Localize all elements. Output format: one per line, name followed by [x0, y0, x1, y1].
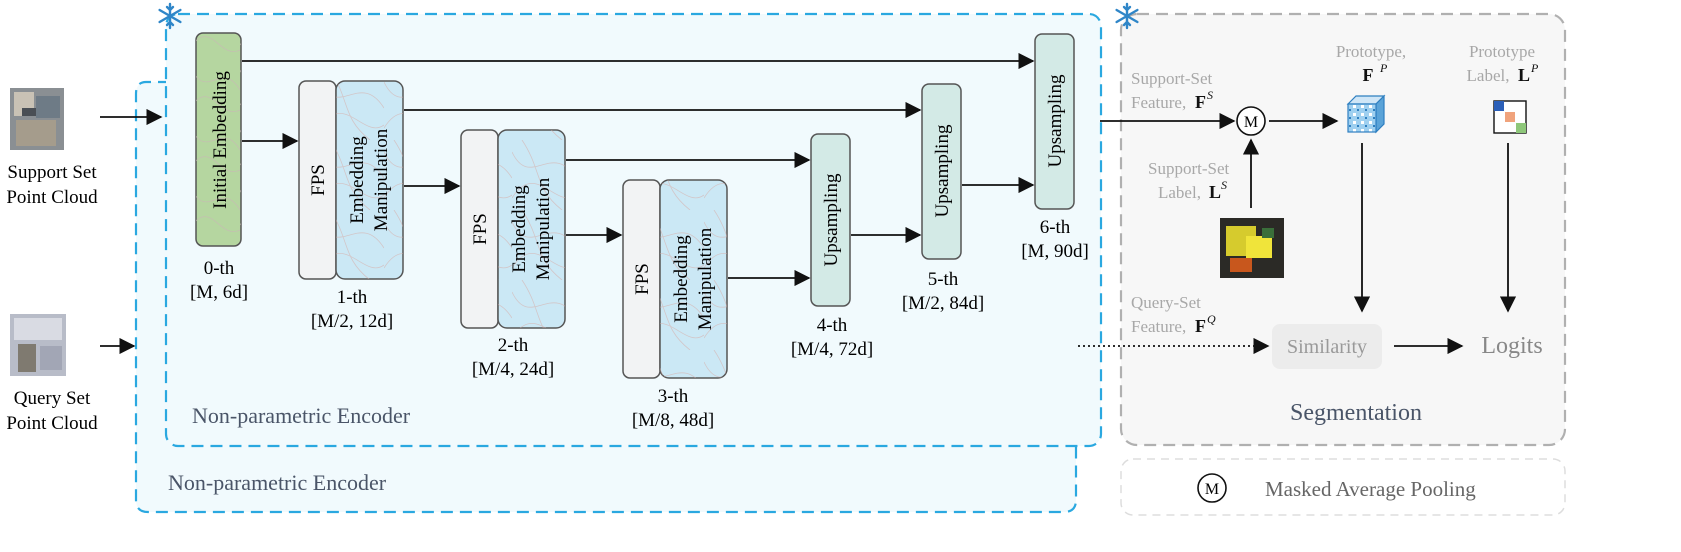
initial-embedding-label: Initial Embedding — [210, 71, 231, 209]
svg-text:Support Set: Support Set — [7, 162, 97, 183]
svg-text:Prototype,: Prototype, — [1336, 42, 1406, 61]
svg-text:S: S — [1207, 88, 1213, 102]
svg-text:Query-Set: Query-Set — [1131, 293, 1201, 312]
stage-4-dims: [M/4, 72d] — [791, 339, 873, 360]
upsampling-label: Upsampling — [821, 173, 842, 266]
support-set-caption: Support Set Point Cloud — [6, 162, 98, 208]
svg-text:Feature,: Feature, — [1131, 317, 1186, 336]
embedding-manipulation-texture — [498, 130, 565, 328]
stage-2-index: 2-th — [498, 335, 529, 356]
prototype-label: Prototype, F P — [1336, 42, 1406, 85]
masked-pooling-symbol: M — [1244, 114, 1258, 131]
svg-text:F: F — [1363, 65, 1374, 85]
upsampling-label: Upsampling — [1045, 74, 1066, 167]
query-set-caption: Query Set Point Cloud — [6, 388, 98, 434]
svg-text:Support-Set: Support-Set — [1148, 159, 1230, 178]
legend-mask-node — [1197, 473, 1227, 503]
svg-text:Feature,: Feature, — [1131, 93, 1186, 112]
svg-text:Point Cloud: Point Cloud — [6, 187, 98, 208]
upsampling-block — [921, 83, 962, 260]
stage-5-index: 5-th — [928, 269, 959, 290]
stage-4-index: 4-th — [817, 315, 848, 336]
connector-arrows — [100, 52, 1517, 355]
stage-6-dims: [M, 90d] — [1021, 241, 1089, 262]
legend-label: Masked Average Pooling — [1265, 477, 1476, 501]
upsampling-block — [1034, 33, 1075, 210]
stage-1-index: 1-th — [337, 287, 368, 308]
svg-text:Q: Q — [1207, 312, 1216, 326]
support-label-point-cloud-image — [1220, 218, 1284, 278]
svg-text:Prototype: Prototype — [1469, 42, 1535, 61]
snowflake-icon — [1115, 2, 1139, 30]
support-point-cloud-image — [10, 88, 64, 150]
svg-text:Point Cloud: Point Cloud — [6, 413, 98, 434]
stage-2-dims: [M/4, 24d] — [472, 359, 554, 380]
stage-3-dims: [M/8, 48d] — [632, 410, 714, 431]
stage-3-index: 3-th — [658, 386, 689, 407]
encoder-label-back: Non-parametric Encoder — [168, 470, 387, 495]
legend-mask-symbol: M — [1205, 481, 1219, 498]
legend-panel — [1120, 458, 1566, 516]
svg-text:L: L — [1209, 182, 1221, 202]
svg-text:Query Set: Query Set — [14, 388, 91, 409]
stage-0-index: 0-th — [204, 258, 235, 279]
svg-text:L: L — [1518, 65, 1530, 85]
embedding-manipulation-texture — [660, 180, 727, 378]
upsampling-label: Upsampling — [932, 124, 953, 217]
svg-text:S: S — [1221, 178, 1227, 192]
support-set-feature-label: Support-Set Feature, F S — [1131, 69, 1213, 112]
snowflake-icon — [158, 2, 182, 30]
stage-5-dims: [M/2, 84d] — [902, 293, 984, 314]
prototype-label-matrix-icon — [1493, 100, 1527, 134]
masked-pooling-node — [1236, 106, 1266, 136]
query-set-feature-label: Query-Set Feature, F Q — [1131, 293, 1216, 336]
similarity-block — [1272, 324, 1382, 369]
stage-6-index: 6-th — [1040, 217, 1071, 238]
upsampling-block — [810, 133, 851, 307]
query-point-cloud-image — [10, 314, 66, 376]
prototype-label-label: Prototype Label, L P — [1467, 42, 1539, 85]
svg-text:F: F — [1195, 92, 1206, 112]
similarity-label: Similarity — [1287, 336, 1367, 358]
svg-text:P: P — [1530, 61, 1539, 75]
fps-label: FPS — [632, 263, 653, 295]
svg-text:Support-Set: Support-Set — [1131, 69, 1213, 88]
support-set-label-label: Support-Set Label, L S — [1148, 159, 1230, 202]
prototype-cube-icon — [1346, 94, 1386, 134]
svg-text:P: P — [1379, 61, 1388, 75]
svg-text:F: F — [1195, 316, 1206, 336]
encoder-label-front: Non-parametric Encoder — [192, 403, 411, 428]
svg-text:Label,: Label, — [1158, 183, 1201, 202]
logits-label: Logits — [1481, 333, 1542, 359]
fps-label: FPS — [470, 213, 491, 245]
embedding-manipulation-texture — [336, 81, 403, 279]
stage-0-dims: [M, 6d] — [190, 282, 248, 303]
stage-1-dims: [M/2, 12d] — [311, 311, 393, 332]
segmentation-title: Segmentation — [1290, 400, 1422, 426]
svg-text:Label,: Label, — [1467, 66, 1510, 85]
fps-label: FPS — [308, 164, 329, 196]
initial-embedding-texture — [196, 33, 241, 246]
